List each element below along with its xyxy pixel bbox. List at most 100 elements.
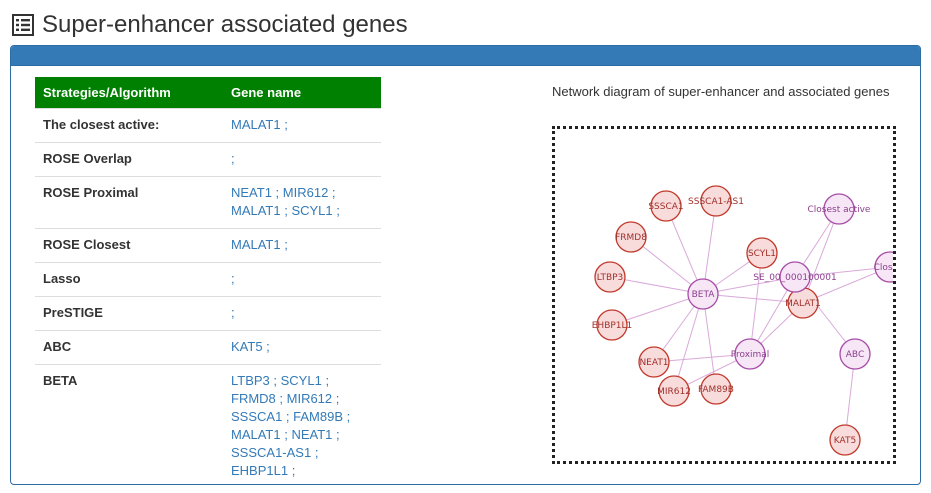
gene-link[interactable]: LTBP3 <box>231 372 270 388</box>
gene-separator: ; <box>311 444 319 460</box>
network-edge <box>673 293 704 392</box>
strategy-cell: ROSE Overlap <box>35 141 223 176</box>
gene-link[interactable]: NEAT1 <box>231 184 272 200</box>
gene-link[interactable]: MALAT1 <box>231 202 281 218</box>
gene-cell: ; <box>223 141 381 176</box>
gene-separator: ; <box>332 390 340 406</box>
node-circle[interactable] <box>829 424 861 456</box>
gene-separator: ; <box>271 184 283 200</box>
node-label: SE_00_000100001 <box>753 273 836 283</box>
gene-node[interactable]: LTBP3 <box>594 261 626 293</box>
gene-node[interactable]: SCYL1 <box>746 237 778 269</box>
method-node[interactable]: Closest active <box>808 193 871 225</box>
node-label: FRMD8 <box>615 233 647 243</box>
node-label: KAT5 <box>834 436 856 446</box>
network-edge <box>794 266 891 278</box>
gene-node[interactable]: KAT5 <box>829 424 861 456</box>
gene-separator: ; <box>280 236 288 252</box>
node-circle[interactable] <box>658 375 690 407</box>
table-row: ROSE Closest MALAT1 ; <box>35 227 381 262</box>
table-row: PreSTIGE; <box>35 295 381 330</box>
gene-link[interactable]: MIR612 <box>286 390 333 406</box>
node-circle[interactable] <box>700 373 732 405</box>
node-circle[interactable] <box>687 278 719 310</box>
gene-node[interactable]: EHBP1L1 <box>592 309 633 341</box>
gene-link[interactable]: MALAT1 <box>231 116 281 132</box>
network-edge <box>702 293 804 304</box>
node-label: SSSCA1 <box>648 202 683 212</box>
page-title: Super-enhancer associated genes <box>42 11 408 38</box>
gene-node[interactable]: NEAT1 <box>638 346 670 378</box>
gene-separator: ; <box>343 408 351 424</box>
method-node[interactable]: Proximal <box>731 338 770 370</box>
method-node[interactable]: SE_00_000100001 <box>753 261 837 293</box>
table-row: ROSE Proximal NEAT1 ; MIR612 ; MALAT1 ; S… <box>35 175 381 228</box>
gene-link[interactable]: MIR612 <box>282 184 329 200</box>
node-label: SSSCA1-AS1 <box>688 197 744 207</box>
gene-node[interactable]: SSSCA1 <box>648 190 684 222</box>
genes-table-body: The closest active: MALAT1 ; ROSE Overlap… <box>35 107 381 484</box>
node-circle[interactable] <box>638 346 670 378</box>
network-edge <box>802 266 891 304</box>
gene-node[interactable]: MIR612 <box>657 375 691 407</box>
gene-link[interactable]: KAT5 <box>231 338 263 354</box>
gene-node[interactable]: FRMD8 <box>615 221 647 253</box>
network-edges <box>609 200 891 441</box>
gene-separator: ; <box>288 462 296 478</box>
gene-separator: ; <box>321 372 330 388</box>
gene-link[interactable]: SCYL1 <box>280 372 322 388</box>
node-circle[interactable] <box>596 309 628 341</box>
gene-link[interactable]: SSSCA1 <box>231 408 283 424</box>
method-node[interactable]: ABC <box>839 338 871 370</box>
strategy-cell: The closest active: <box>35 107 223 142</box>
gene-separator: ; <box>231 150 235 166</box>
node-circle[interactable] <box>839 338 871 370</box>
gene-node[interactable]: MALAT1 <box>785 287 821 319</box>
column-header-strategy: Strategies/Algorithm <box>35 77 223 108</box>
node-circle[interactable] <box>779 261 811 293</box>
network-edge <box>702 293 717 390</box>
node-label: MIR612 <box>657 387 691 397</box>
node-circle[interactable] <box>823 193 855 225</box>
method-node[interactable]: BETA <box>687 278 719 310</box>
network-edge <box>702 200 717 295</box>
strategy-cell: ROSE Proximal <box>35 175 223 228</box>
gene-link[interactable]: EHBP1L1 <box>231 462 289 478</box>
gene-node[interactable]: SSSCA1-AS1 <box>688 185 744 217</box>
node-circle[interactable] <box>734 338 766 370</box>
gene-separator: ; <box>328 184 336 200</box>
node-circle[interactable] <box>615 221 647 253</box>
table-row: ROSE Overlap; <box>35 141 381 176</box>
gene-link[interactable]: FRMD8 <box>231 390 276 406</box>
node-label: BETA <box>692 290 716 300</box>
gene-separator: ; <box>262 338 270 354</box>
gene-separator: ; <box>332 426 340 442</box>
gene-link[interactable]: SSSCA1-AS1 <box>231 444 312 460</box>
gene-link[interactable]: FAM89B <box>293 408 344 424</box>
gene-separator: ; <box>332 202 340 218</box>
node-circle[interactable] <box>874 251 893 283</box>
gene-separator: ; <box>275 390 287 406</box>
network-edge <box>609 276 704 295</box>
method-node[interactable]: Closest <box>874 251 893 283</box>
network-edge <box>665 205 704 295</box>
node-circle[interactable] <box>650 190 682 222</box>
node-circle[interactable] <box>594 261 626 293</box>
gene-link[interactable]: MALAT1 <box>231 426 281 442</box>
node-label: FAM89B <box>698 385 734 395</box>
gene-separator: ; <box>231 304 235 320</box>
strategy-cell: PreSTIGE <box>35 295 223 330</box>
gene-node[interactable]: FAM89B <box>698 373 734 405</box>
strategy-cell: ROSE Closest <box>35 227 223 262</box>
node-circle[interactable] <box>700 185 732 217</box>
gene-link[interactable]: NEAT1 <box>291 426 333 442</box>
node-label: MALAT1 <box>785 299 821 309</box>
gene-link[interactable]: MALAT1 <box>231 236 281 252</box>
node-circle[interactable] <box>746 237 778 269</box>
gene-link[interactable]: SCYL1 <box>291 202 333 218</box>
table-row: Lasso; <box>35 261 381 296</box>
